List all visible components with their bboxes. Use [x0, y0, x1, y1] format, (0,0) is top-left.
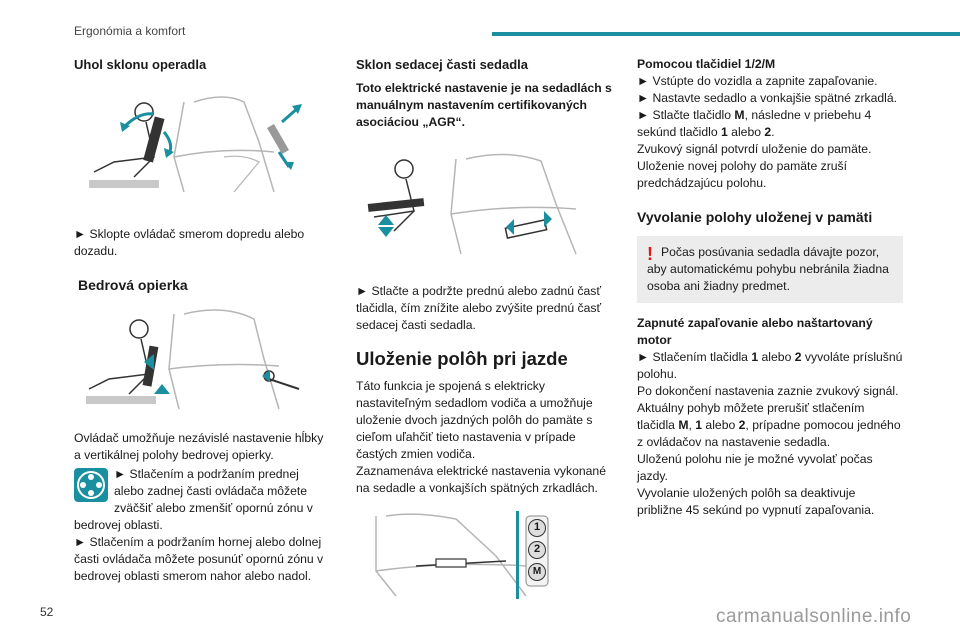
text-seat-tilt-instruction: ► Stlačte a podržte prednú alebo zadnú č… [356, 284, 602, 332]
heading-driving-positions: Uloženie polôh pri jazde [356, 348, 568, 369]
text-lumbar-front-back: ► Stlačením a podržaním prednej alebo za… [74, 467, 313, 532]
text-recall-press: ► Stlačením tlačidla 1 alebo 2 vyvoláte … [637, 350, 903, 381]
four-way-control-icon [77, 471, 105, 499]
column-1: Uhol sklonu operadla ► Sklopte ovládač s [74, 56, 330, 585]
warning-icon: ! [647, 244, 653, 264]
text-no-recall-driving: Uloženú polohu nie je možné vyvolať poča… [637, 452, 873, 483]
header-accent-bar [492, 32, 960, 36]
memory-button-2[interactable]: 2 [528, 541, 546, 559]
seat-tilt-illustration [367, 153, 577, 255]
memory-button-1[interactable]: 1 [528, 519, 546, 537]
column-3: Pomocou tlačidiel 1/2/M ► Vstúpte do voz… [637, 56, 903, 519]
text-interrupt: Aktuálny pohyb môžete prerušiť stlačením… [637, 401, 901, 449]
step-enter-vehicle: ► Vstúpte do vozidla a zapnite zapaľovan… [637, 74, 878, 88]
heading-backrest-angle: Uhol sklonu operadla [74, 57, 207, 72]
heading-seat-tilt: Sklon sedacej časti sedadla [356, 57, 528, 72]
text-overwrite: Uloženie novej polohy do pamäte zruší pr… [637, 159, 848, 190]
step-adjust-seat: ► Nastavte sedadlo a vonkajšie spätné zr… [637, 91, 898, 105]
text-lumbar-description: Ovládač umožňuje nezávislé nastavenie hĺ… [74, 431, 324, 462]
text-memory-records: Zaznamenáva elektrické nastavenia vykona… [356, 464, 606, 495]
lumbar-instruction-block: ► Stlačením a podržaním prednej alebo za… [74, 466, 330, 534]
text-confirm-signal: Zvukový signál potvrdí uloženie do pamät… [637, 142, 872, 156]
step-press-m: ► Stlačte tlačidlo M, následne v priebeh… [637, 108, 872, 139]
running-header: Ergonómia a komfort [74, 24, 186, 38]
memory-button-m[interactable]: M [528, 563, 546, 581]
seat-backrest-illustration [89, 96, 302, 193]
memory-seat-illustration [375, 511, 549, 599]
column-2: Sklon sedacej časti sedadla Toto elektri… [356, 56, 614, 599]
figure-lumbar [74, 304, 330, 414]
heading-ignition-on: Zapnuté zapaľovanie alebo naštartovaný m… [637, 316, 873, 347]
page-number: 52 [40, 605, 54, 619]
warning-box: ! Počas posúvania sedadla dávajte pozor,… [637, 236, 903, 303]
heading-recall-position: Vyvolanie polohy uloženej v pamäti [637, 209, 873, 225]
text-backrest-instruction: ► Sklopte ovládač smerom dopredu alebo d… [74, 227, 305, 258]
text-recall-signal: Po dokončení nastavenia zaznie zvukový s… [637, 384, 899, 398]
text-memory-function: Táto funkcia je spojená s elektricky nas… [356, 379, 593, 461]
figure-seat-tilt [356, 149, 614, 259]
figure-memory-buttons: 1 2 M [356, 511, 614, 599]
heading-lumbar-support: Bedrová opierka [78, 277, 188, 293]
figure-backrest-angle [74, 82, 330, 202]
heading-buttons-1-2-m: Pomocou tlačidiel 1/2/M [637, 57, 776, 71]
watermark: carmanualsonline.info [716, 606, 912, 627]
text-deactivation: Vyvolanie uložených polôh sa deaktivuje … [637, 486, 875, 517]
text-agr-note: Toto elektrické nastavenie je na sedadlá… [356, 81, 612, 129]
text-lumbar-up-down: ► Stlačením a podržaním hornej alebo dol… [74, 535, 324, 583]
warning-text: Počas posúvania sedadla dávajte pozor, a… [647, 245, 889, 293]
lumbar-control-icon [74, 468, 108, 502]
seat-lumbar-illustration [86, 309, 300, 410]
